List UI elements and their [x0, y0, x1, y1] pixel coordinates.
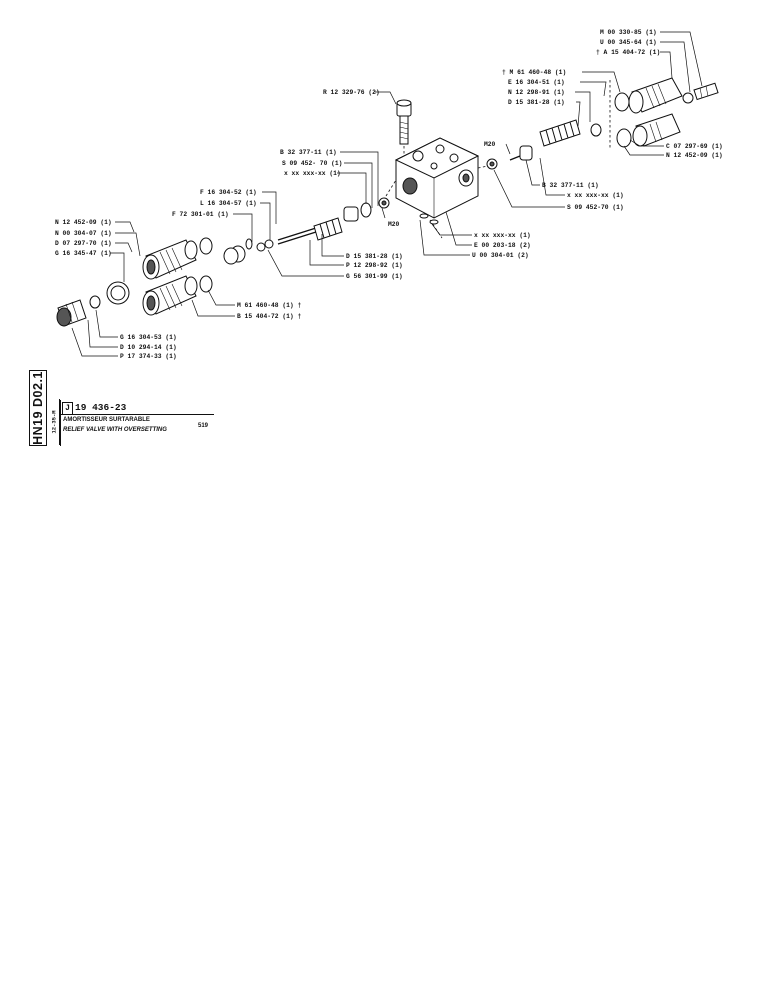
label-g16345: G 16 345-47 (1) — [55, 250, 112, 257]
label-p17374: P 17 374-33 (1) — [120, 353, 177, 360]
label-d07297: D 07 297-70 (1) — [55, 240, 112, 247]
label-e16304: E 16 304-51 (1) — [508, 79, 565, 86]
sheet-code: HN19 D02.1 — [31, 371, 45, 445]
adjuster-ring-part — [56, 281, 130, 327]
label-g56301: G 56 301-99 (1) — [346, 273, 403, 280]
label-c07297: C 07 297-69 (1) — [666, 143, 723, 150]
page-reference: 519 — [198, 423, 209, 429]
assembly-part-number: 19 436-23 — [75, 402, 127, 413]
label-m61460-top: † M 61 460-48 (1) — [502, 69, 566, 76]
label-d15381-left: D 15 381-28 (1) — [346, 253, 403, 260]
label-xx-mid: x xx xxx-xx (1) — [474, 232, 531, 239]
label-m00330: M 00 330-85 (1) — [600, 29, 657, 36]
label-g16304: G 16 304-53 (1) — [120, 334, 177, 341]
inner-spring-assembly-part — [223, 179, 397, 265]
label-d15381-right: D 15 381-28 (1) — [508, 99, 565, 106]
label-f72301: F 72 301-01 (1) — [172, 211, 229, 218]
label-n12452-left: N 12 452-09 (1) — [55, 219, 112, 226]
label-s09452-right: S 09 452-70 (1) — [567, 204, 624, 211]
label-f16304: F 16 304-52 (1) — [200, 189, 257, 196]
label-r12329: R 12 329-76 (2) — [323, 89, 380, 96]
label-u00304: U 00 304-01 (2) — [472, 252, 529, 259]
label-b32377-left: B 32 377-11 (1) — [280, 149, 337, 156]
label-l16304: L 16 304-57 (1) — [200, 200, 257, 207]
valve-body-part — [394, 137, 480, 239]
label-m20-right: M20 — [484, 141, 496, 148]
leader-lines — [71, 31, 703, 357]
label-m20-left: M20 — [388, 221, 400, 228]
upper-cartridge-part — [142, 237, 213, 280]
label-n12298: N 12 298-91 (1) — [508, 89, 565, 96]
screw-part — [396, 99, 412, 160]
label-e00203: E 00 203-18 (2) — [474, 242, 531, 249]
label-b15404: B 15 404-72 (1) † — [237, 313, 301, 320]
label-s09452-left: S 09 452- 70 (1) — [282, 160, 342, 167]
label-a15404: † A 15 404-72 (1) — [596, 49, 660, 56]
label-n12452-right: N 12 452-09 (1) — [666, 152, 723, 159]
date-code-box: 12-35-M — [49, 399, 60, 445]
lower-cartridge-part — [142, 275, 213, 316]
label-d10294: D 10 294-14 (1) — [120, 344, 177, 351]
title-block: J 19 436-23 AMORTISSEUR SURTARABLE RELIE… — [60, 400, 214, 446]
title-english: RELIEF VALVE WITH OVERSETTING — [63, 427, 167, 433]
label-m61460-low: M 61 460-48 (1) † — [237, 302, 301, 309]
title-french: AMORTISSEUR SURTARABLE — [63, 417, 150, 423]
label-n00304: N 00 304-07 (1) — [55, 230, 112, 237]
label-u00345: U 00 345-64 (1) — [600, 39, 657, 46]
label-xx-right: x xx xxx-xx (1) — [567, 192, 624, 199]
label-xx-left: x xx xxx-xx (1) — [284, 170, 341, 177]
label-b32377-right: B 32 377-11 (1) — [542, 182, 599, 189]
right-valve-assembly-part — [477, 77, 719, 170]
date-code: 12-35-M — [50, 410, 58, 434]
label-p12298: P 12 298-92 (1) — [346, 262, 403, 269]
sheet-code-box: HN19 D02.1 — [29, 370, 47, 446]
